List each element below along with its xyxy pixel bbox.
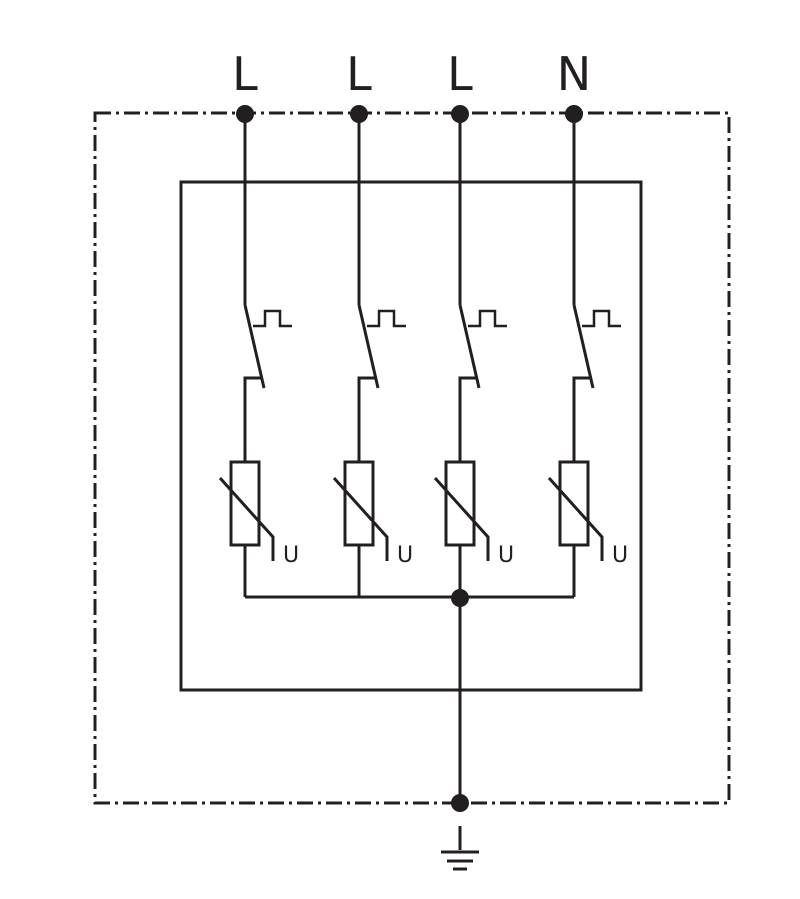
varistor-symbol-label-4: U <box>612 543 628 568</box>
varistor-body-3 <box>444 460 476 547</box>
disconnector-blade-3 <box>458 304 481 389</box>
varistor-symbol-label-2: U <box>397 543 413 568</box>
thermal-trip-symbol-2 <box>367 309 406 328</box>
disconnector-blade-2 <box>357 304 380 389</box>
varistor-body-2 <box>343 460 375 547</box>
disconnector-blade-4 <box>572 304 595 389</box>
branch-wire-mid-4 <box>572 376 592 462</box>
earth-terminal-dot <box>451 794 469 812</box>
varistor-characteristic-3 <box>433 476 490 561</box>
varistor-characteristic-2 <box>332 476 389 561</box>
thermal-trip-symbol-3 <box>468 309 507 328</box>
varistor-characteristic-1 <box>218 476 275 561</box>
varistor-body-4 <box>558 460 590 547</box>
branch-wire-mid-1 <box>243 376 263 462</box>
module-box <box>179 180 643 692</box>
varistor-symbol-label-1: U <box>283 543 299 568</box>
thermal-trip-symbol-4 <box>582 309 621 328</box>
branch-wire-mid-3 <box>458 376 478 462</box>
terminal-label-3: L <box>447 47 473 101</box>
terminal-label-1: L <box>232 47 258 101</box>
enclosure-dashed-boundary <box>93 111 731 805</box>
earth-ground-icon <box>441 826 479 871</box>
varistor-symbol-label-3: U <box>498 543 514 568</box>
thermal-trip-symbol-1 <box>253 309 292 328</box>
varistor-body-1 <box>229 460 261 547</box>
terminal-label-4: N <box>557 47 591 101</box>
branch-wire-mid-2 <box>357 376 377 462</box>
varistor-characteristic-4 <box>547 476 604 561</box>
terminal-label-2: L <box>346 47 372 101</box>
disconnector-blade-1 <box>243 304 266 389</box>
